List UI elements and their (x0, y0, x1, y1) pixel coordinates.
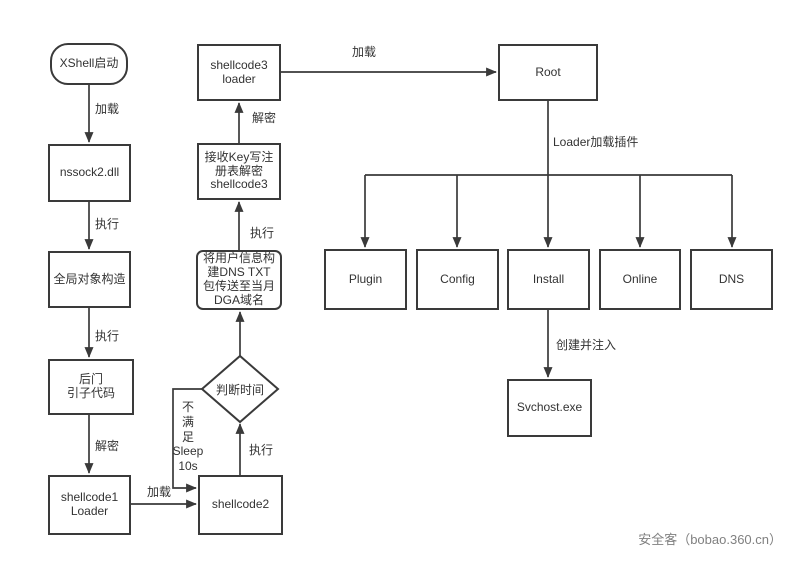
node-time-check-label: 判断时间 (215, 382, 264, 397)
edge-label-load-1: 加载 (95, 102, 120, 116)
node-svchost: Svchost.exe (507, 379, 592, 437)
node-shellcode2: shellcode2 (198, 475, 283, 535)
edge-label-loader-plugins: Loader加载插件 (553, 135, 639, 149)
edge-label-load-3: 加载 (352, 45, 377, 59)
node-nssock2-dll: nssock2.dll (48, 144, 131, 202)
watermark-anquanke: 安全客（bobao.360.cn） (638, 532, 782, 547)
edge-label-exec-2: 执行 (95, 329, 120, 343)
edge-label-exec-3: 执行 (249, 443, 274, 457)
node-global-object: 全局对象构造 (48, 251, 131, 308)
node-recv-key-decrypt: 接收Key写注 册表解密 shellcode3 (197, 143, 281, 200)
node-shellcode1-loader: shellcode1 Loader (48, 475, 131, 535)
edge-label-decrypt-2: 解密 (252, 111, 277, 125)
node-config: Config (416, 249, 499, 310)
edge-label-create-inject: 创建并注入 (556, 338, 617, 352)
node-root: Root (498, 44, 598, 101)
node-dns-txt-dga: 将用户信息构 建DNS TXT 包传送至当月 DGA域名 (196, 250, 282, 310)
node-plugin: Plugin (324, 249, 407, 310)
edge-label-load-2: 加载 (147, 485, 172, 499)
edge-timecheck-loop-shellcode2 (172, 388, 202, 493)
node-install: Install (507, 249, 590, 310)
edge-label-exec-1: 执行 (95, 217, 120, 231)
node-dns: DNS (690, 249, 773, 310)
edge-label-exec-4: 执行 (250, 226, 275, 240)
node-xshell-start: XShell启动 (50, 43, 128, 85)
edge-label-not-satisfied-sleep: 不 满 足 Sleep 10s (172, 400, 204, 473)
node-shellcode3-loader: shellcode3 loader (197, 44, 281, 101)
node-online: Online (599, 249, 681, 310)
time-check-diamond-shape (200, 354, 280, 424)
node-backdoor-stub: 后门 引子代码 (48, 359, 134, 415)
edge-label-decrypt-1: 解密 (95, 439, 120, 453)
